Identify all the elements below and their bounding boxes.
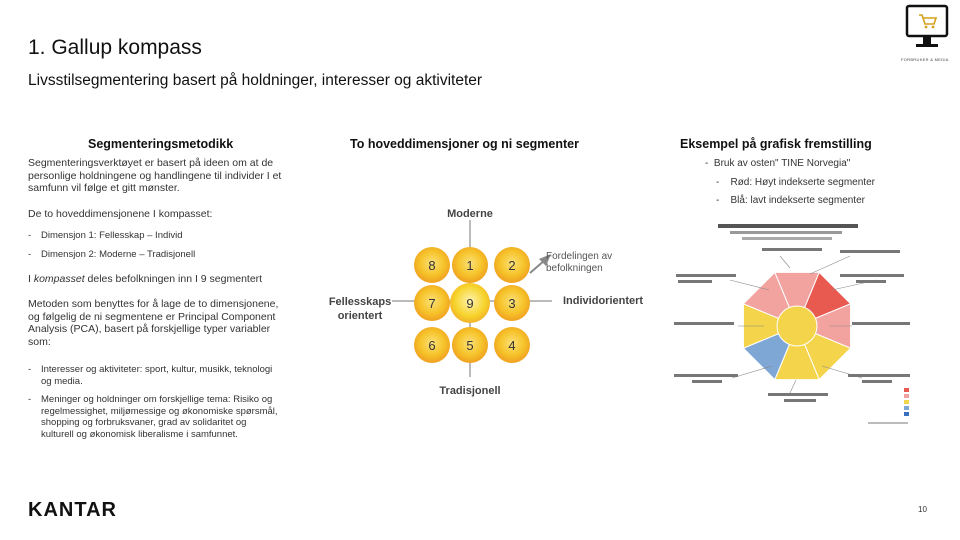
segment-circle (414, 247, 450, 283)
axis-label-left-1: Fellesskaps (329, 296, 391, 308)
chart-footnote (868, 422, 908, 424)
kantar-logo: KANTAR (28, 499, 117, 521)
callout-text (856, 280, 886, 283)
segment-label: 6 (428, 338, 435, 353)
axis-label-bottom: Tradisjonell (439, 385, 500, 397)
example-line-1: - Bruk av osten" TINE Norvegia" (705, 158, 851, 169)
callout-leader (729, 279, 770, 291)
distribution-arrow-head (539, 254, 551, 266)
axis-label-right: Individorientert (563, 295, 643, 307)
callout-text (784, 399, 816, 402)
callout-text (840, 250, 900, 253)
compass-diagram: 8 1 2 7 9 3 6 5 4 Moderne Tradisjonell Fellesska… (329, 208, 644, 397)
segment-label: 4 (508, 338, 515, 353)
callout-text (848, 374, 910, 377)
left-column-heading: Segmenteringsmetodikk (88, 137, 234, 151)
callout-leader (779, 255, 791, 269)
segment-circle (494, 285, 530, 321)
callout-text (862, 380, 892, 383)
segment-label: 9 (466, 296, 473, 311)
legend-swatch (904, 394, 909, 398)
axis-label-left-2: orientert (338, 310, 383, 322)
distribution-label-1: Fordelingen av (546, 251, 612, 262)
example-compass-chart (672, 218, 912, 430)
legend-swatch (904, 400, 909, 404)
chart-sectors (742, 271, 852, 381)
chart-legend (904, 388, 909, 416)
segment-label: 2 (508, 258, 515, 273)
callout-text (674, 322, 734, 325)
segment-label: 1 (466, 258, 473, 273)
chart-center (776, 305, 818, 347)
segment-label: 7 (428, 296, 435, 311)
list-item: -Meninger og holdninger om forskjellige … (28, 394, 278, 440)
chart-title-line (730, 231, 842, 234)
segment-label: 5 (466, 338, 473, 353)
callout-text (676, 274, 736, 277)
segment-circle (452, 327, 488, 363)
chart-title-line (718, 224, 858, 228)
example-line-2: - Rød: Høyt indekserte segmenter (716, 177, 875, 188)
example-line-3: - Blå: lavt indekserte segmenter (716, 195, 865, 206)
segment-circle (452, 247, 488, 283)
segments-statement: I kompasset deles befolkningen inn I 9 s… (28, 273, 263, 285)
callout-leader (809, 255, 851, 275)
dimensions-intro: De to hoveddimensjonene I kompasset: (28, 208, 213, 220)
callout-text (692, 380, 722, 383)
segment-circle (414, 285, 450, 321)
legend-swatch (904, 412, 909, 416)
page-subtitle: Livsstilsegmentering basert på holdninge… (28, 72, 483, 89)
legend-swatch (904, 406, 909, 410)
list-item: -Dimensjon 2: Moderne – Tradisjonell (28, 249, 196, 260)
segment-label: 3 (508, 296, 515, 311)
segment-label: 8 (428, 258, 435, 273)
chart-title-line (742, 237, 832, 240)
segment-circle (450, 283, 490, 323)
segment-circle (494, 247, 530, 283)
right-column-heading: Eksempel på grafisk fremstilling (680, 137, 872, 151)
brand-small-label: FORBRUKER & MEDIA (901, 57, 949, 62)
list-item: -Dimensjon 1: Fellesskap – Individ (28, 230, 183, 241)
legend-swatch (904, 388, 909, 392)
callout-text (678, 280, 712, 283)
segment-circle (414, 327, 450, 363)
list-item: -Interesser og aktiviteter: sport, kultu… (28, 364, 273, 387)
distribution-label-2: befolkningen (546, 263, 603, 274)
shopping-cart-monitor-icon (905, 4, 949, 47)
callout-text (852, 322, 910, 325)
segment-circle (494, 327, 530, 363)
axis-label-top: Moderne (447, 208, 493, 220)
middle-column-heading: To hoveddimensjoner og ni segmenter (350, 137, 579, 151)
callout-leader (731, 365, 773, 379)
callout-text (674, 374, 738, 377)
callout-leader (789, 379, 797, 394)
callout-text (840, 274, 904, 277)
page-title: 1. Gallup kompass (28, 36, 202, 59)
callout-text (768, 393, 828, 396)
method-paragraph: Metoden som benyttes for å lage de to di… (28, 298, 279, 348)
page-number: 10 (918, 505, 927, 514)
intro-paragraph: Segmenteringsverktøyet er basert på idee… (28, 157, 282, 194)
callout-text (762, 248, 822, 251)
